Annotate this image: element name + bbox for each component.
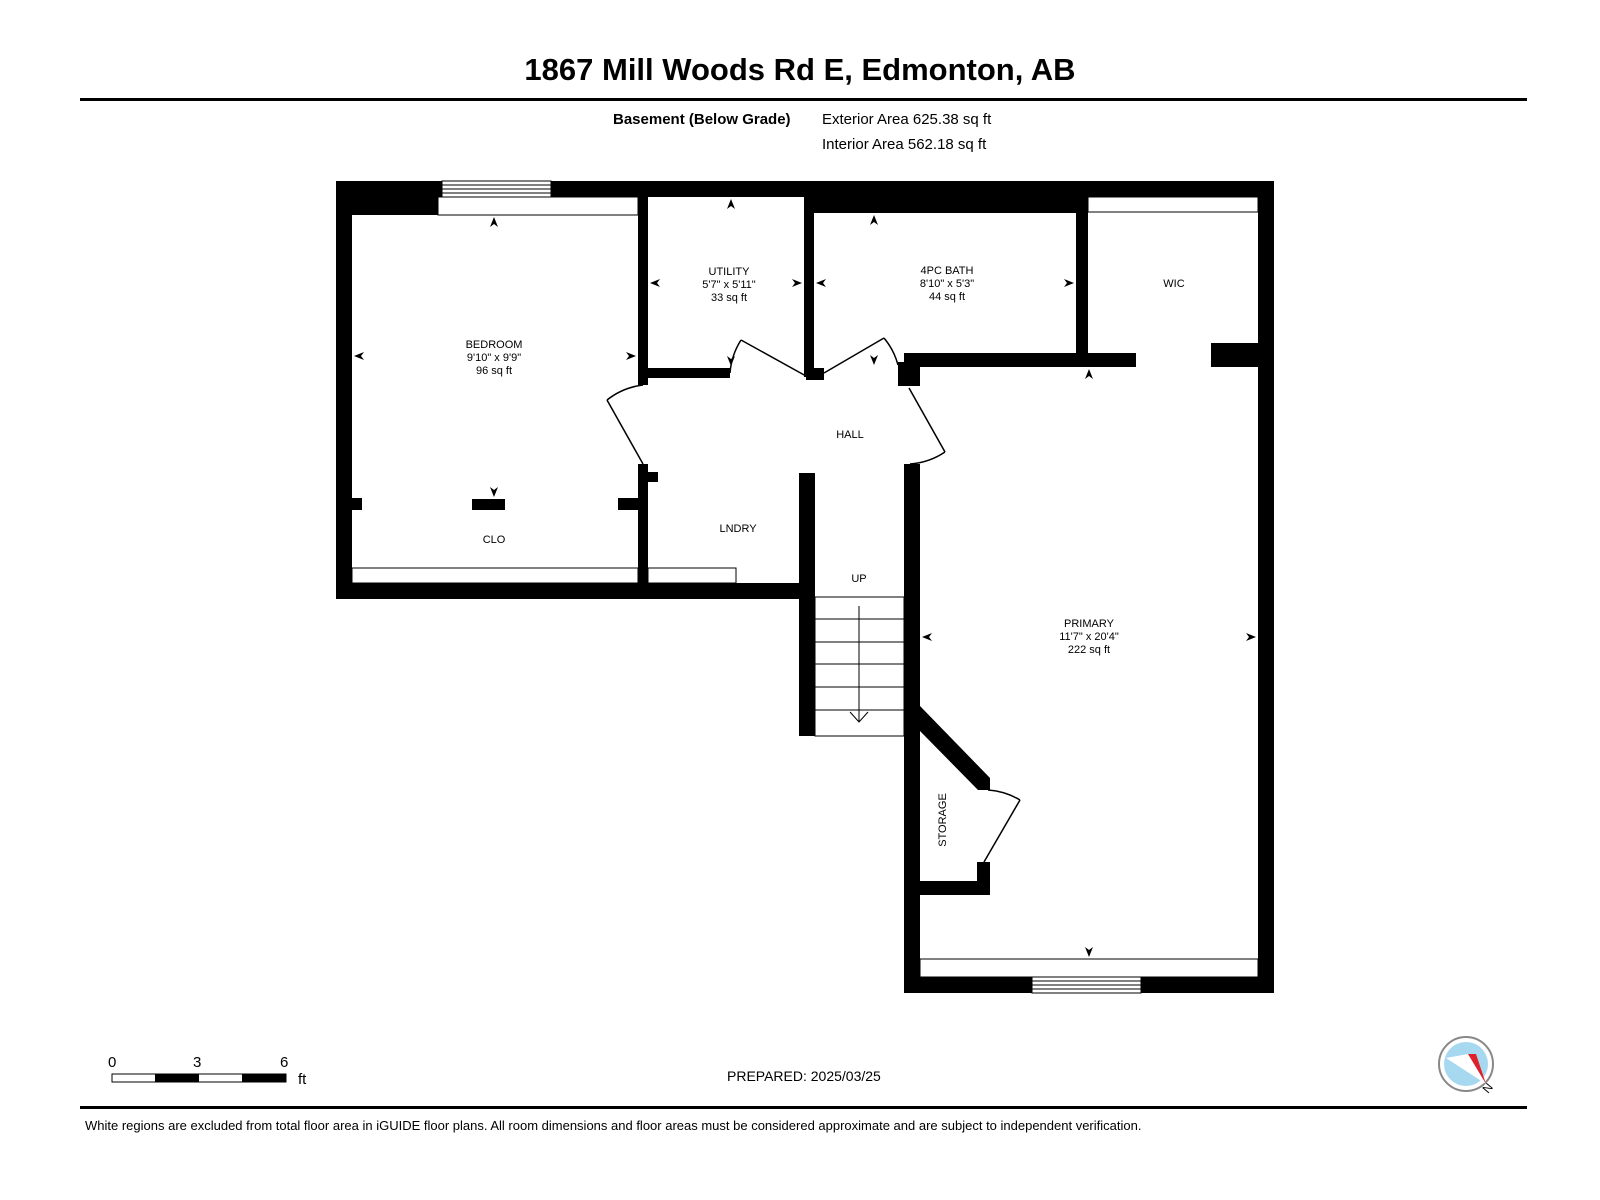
bedroom-name: BEDROOM bbox=[466, 339, 523, 351]
primary-area: 222 sq ft bbox=[1068, 644, 1110, 656]
utility-dims: 5'7" x 5'11" bbox=[702, 279, 755, 291]
interior-walls bbox=[352, 181, 1258, 895]
prepared-date: PREPARED: 2025/03/25 bbox=[727, 1068, 881, 1084]
bath-area: 44 sq ft bbox=[929, 291, 965, 303]
dimension-arrows bbox=[354, 199, 1256, 957]
top-rule bbox=[80, 98, 1527, 101]
scale-bar bbox=[111, 1073, 287, 1083]
bath-dims: 8'10" x 5'3" bbox=[920, 278, 974, 290]
scale-tick-3: 3 bbox=[193, 1054, 202, 1071]
floor-name: Basement (Below Grade) bbox=[613, 111, 791, 128]
scale-tick-6: 6 bbox=[280, 1054, 289, 1071]
stairs bbox=[814, 596, 905, 737]
page-title: 1867 Mill Woods Rd E, Edmonton, AB bbox=[524, 52, 1076, 87]
compass-needle bbox=[1468, 1054, 1486, 1084]
primary-name: PRIMARY bbox=[1064, 618, 1115, 630]
clo-name: CLO bbox=[483, 534, 506, 546]
footnote: White regions are excluded from total fl… bbox=[85, 1118, 1142, 1133]
exterior-walls bbox=[336, 181, 1274, 993]
utility-area: 33 sq ft bbox=[711, 292, 747, 304]
bottom-rule bbox=[80, 1106, 1527, 1109]
scale-tick-0: 0 bbox=[108, 1054, 117, 1071]
bedroom-area: 96 sq ft bbox=[476, 365, 512, 377]
room-labels: BEDROOM 9'10" x 9'9" 96 sq ft UTILITY 5'… bbox=[466, 265, 1185, 847]
bath-name: 4PC BATH bbox=[921, 265, 974, 277]
compass-icon bbox=[1438, 1036, 1494, 1092]
utility-name: UTILITY bbox=[709, 266, 751, 278]
doors bbox=[606, 337, 1021, 863]
primary-dims: 11'7" x 20'4" bbox=[1059, 631, 1119, 643]
wall-lines bbox=[351, 196, 1259, 978]
interior-area: Interior Area 562.18 sq ft bbox=[822, 136, 987, 153]
hall-name: HALL bbox=[836, 429, 864, 441]
storage-name: STORAGE bbox=[937, 793, 949, 847]
wic-name: WIC bbox=[1163, 278, 1184, 290]
windows bbox=[441, 180, 1142, 994]
compass-north-label: N bbox=[1480, 1080, 1496, 1096]
scale-unit: ft bbox=[298, 1071, 307, 1088]
bedroom-dims: 9'10" x 9'9" bbox=[467, 352, 521, 364]
stairs-up-label: UP bbox=[851, 573, 866, 585]
lndry-name: LNDRY bbox=[719, 523, 757, 535]
exterior-area: Exterior Area 625.38 sq ft bbox=[822, 111, 992, 128]
